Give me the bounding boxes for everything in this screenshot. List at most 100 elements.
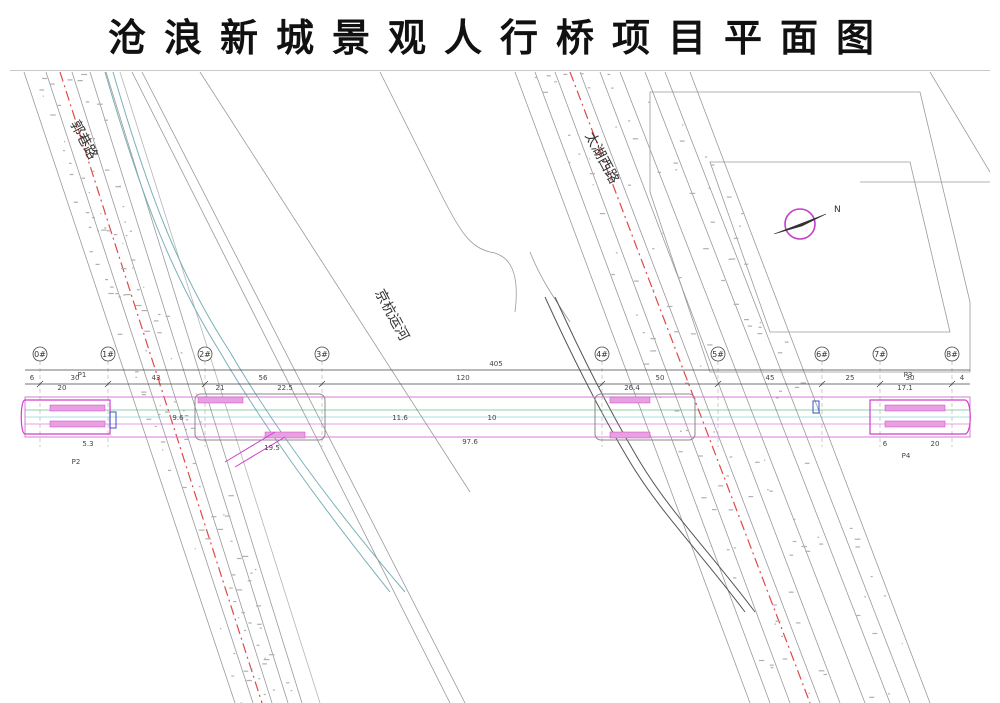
survey-mark — [769, 664, 774, 666]
survey-mark — [818, 670, 825, 672]
stair-width-left-label: 20 — [58, 384, 67, 392]
survey-mark — [901, 642, 903, 645]
survey-mark — [730, 258, 736, 260]
survey-mark — [819, 543, 824, 545]
dim-tick-4 — [598, 380, 606, 388]
survey-mark — [689, 192, 696, 194]
survey-mark — [680, 430, 682, 432]
mid-offset-label: 11.6 — [392, 414, 408, 422]
survey-mark — [726, 475, 730, 477]
survey-mark — [817, 536, 820, 538]
survey-mark — [739, 225, 741, 227]
survey-mark — [805, 550, 811, 552]
survey-mark — [85, 212, 90, 214]
end-left-label: 6 — [30, 374, 35, 382]
survey-mark — [124, 221, 126, 223]
survey-mark — [728, 258, 732, 260]
pier-3-marker: 3# — [314, 346, 330, 362]
pier-2-label: 2# — [199, 350, 211, 359]
survey-mark — [708, 187, 711, 189]
survey-mark — [122, 242, 124, 245]
survey-mark — [652, 289, 655, 291]
stair-p4-label: P4 — [902, 452, 911, 460]
survey-mark — [264, 657, 266, 659]
survey-mark — [650, 350, 657, 352]
survey-mark — [262, 663, 267, 665]
survey-mark — [170, 358, 172, 360]
road-centerlines — [59, 72, 811, 703]
survey-mark — [644, 363, 650, 365]
survey-mark — [233, 601, 237, 603]
survey-mark — [699, 365, 702, 367]
survey-mark — [143, 286, 145, 288]
survey-mark — [173, 401, 176, 403]
survey-mark — [228, 495, 234, 497]
survey-mark — [701, 497, 707, 499]
survey-mark — [42, 95, 44, 97]
survey-mark — [162, 449, 164, 451]
mid-deck-label: 10 — [488, 414, 497, 422]
right-inner-2-label: 17.1 — [897, 384, 913, 392]
survey-mark — [104, 119, 108, 121]
survey-mark — [678, 451, 683, 453]
dim-tick-3 — [318, 380, 326, 388]
survey-mark — [733, 303, 739, 305]
survey-mark — [741, 213, 745, 215]
survey-mark — [88, 191, 90, 194]
survey-mark — [141, 394, 146, 396]
survey-mark — [589, 158, 591, 160]
survey-mark — [733, 577, 737, 579]
survey-mark — [42, 77, 48, 80]
pier-axis-lines — [39, 361, 953, 447]
survey-mark — [788, 591, 794, 593]
survey-mark — [796, 622, 801, 624]
survey-mark — [110, 286, 114, 288]
survey-mark — [682, 124, 684, 126]
pier-4-marker: 4# — [594, 346, 610, 362]
survey-mark — [711, 509, 717, 511]
survey-mark — [772, 604, 777, 606]
survey-mark — [198, 486, 201, 488]
survey-mark — [157, 332, 162, 334]
survey-mark — [733, 547, 736, 549]
dim-tick-1 — [104, 380, 112, 388]
survey-mark — [50, 114, 56, 116]
background-linework — [23, 72, 990, 703]
survey-mark — [196, 393, 198, 395]
pier-5-marker: 5# — [710, 346, 726, 362]
survey-mark — [231, 574, 236, 576]
span-0-1-label: 30 — [71, 374, 80, 382]
survey-mark — [759, 322, 762, 324]
survey-mark — [89, 251, 93, 253]
survey-mark — [854, 538, 861, 540]
survey-mark — [872, 632, 878, 635]
survey-mark — [794, 518, 796, 520]
survey-mark — [104, 213, 106, 215]
survey-mark — [615, 252, 618, 254]
survey-mark — [63, 150, 65, 152]
survey-mark — [236, 589, 243, 591]
survey-mark — [268, 654, 275, 656]
survey-mark — [554, 81, 557, 83]
survey-mark — [883, 595, 887, 597]
survey-mark — [122, 206, 125, 208]
survey-mark — [108, 292, 114, 295]
survey-mark — [184, 415, 189, 417]
survey-mark — [784, 341, 789, 343]
survey-mark — [88, 226, 92, 228]
survey-mark — [146, 418, 152, 420]
survey-mark — [703, 248, 709, 250]
survey-mark — [182, 486, 187, 489]
survey-mark — [165, 315, 170, 317]
dim-tick-8 — [948, 380, 956, 388]
survey-mark — [775, 397, 779, 399]
title-divider — [10, 70, 990, 71]
survey-mark — [611, 87, 614, 89]
survey-mark — [184, 438, 188, 440]
right-inner-1-label: 26.4 — [624, 384, 640, 392]
survey-mark — [81, 177, 86, 179]
survey-mark — [774, 623, 777, 625]
bridge-deck — [20, 393, 971, 468]
pier-7-marker: 7# — [872, 346, 888, 362]
